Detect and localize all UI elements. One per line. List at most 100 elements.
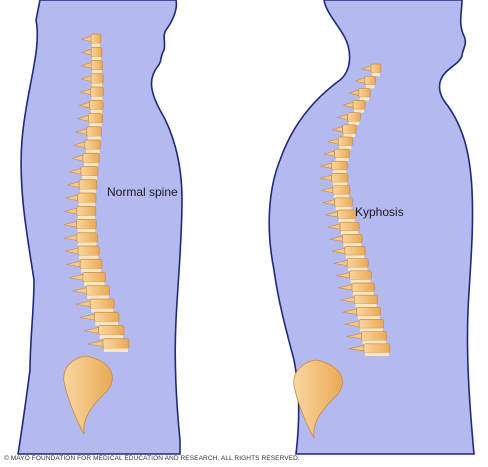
normal-disc xyxy=(83,162,99,167)
normal-vertebra xyxy=(90,46,103,58)
normal-disc xyxy=(92,43,100,48)
kyphosis-vertebra xyxy=(347,112,361,122)
normal-disc xyxy=(92,83,103,87)
kyphosis-vertebra xyxy=(339,221,360,232)
normal-vertebra xyxy=(80,166,99,177)
normal-disc xyxy=(81,176,97,180)
normal-vertebra xyxy=(82,152,100,164)
kyphosis-disc xyxy=(360,328,383,332)
normal-vertebra xyxy=(85,285,110,296)
normal-vertebra xyxy=(77,245,100,256)
normal-disc xyxy=(89,123,102,127)
kyphosis-vertebra xyxy=(364,75,376,86)
kyphosis-vertebra xyxy=(361,331,388,341)
kyphosis-disc xyxy=(355,303,377,308)
normal-disc xyxy=(81,268,102,273)
normal-vertebra xyxy=(79,258,103,270)
kyphosis-vertebra xyxy=(353,294,378,305)
normal-vertebra xyxy=(89,298,115,309)
normal-vertebra xyxy=(102,338,130,349)
kyphosis-vertebra xyxy=(356,306,381,317)
kyphosis-disc xyxy=(338,218,355,223)
normal-vertebra xyxy=(90,60,103,71)
normal-disc xyxy=(79,255,99,260)
kyphosis-disc xyxy=(357,316,380,320)
normal-vertebra xyxy=(94,311,120,323)
kyphosis-vertebra xyxy=(352,100,366,110)
normal-disc xyxy=(91,96,103,101)
kyphosis-vertebra xyxy=(331,160,348,171)
normal-disc xyxy=(83,282,105,286)
kyphosis-vertebra xyxy=(334,148,350,159)
normal-disc xyxy=(77,215,95,220)
kyphosis-vertebra xyxy=(331,173,349,183)
kyphosis-disc xyxy=(348,267,368,271)
normal-vertebra xyxy=(78,179,98,190)
kyphosis-label: Kyphosis xyxy=(355,205,404,219)
kyphosis-disc xyxy=(345,255,365,259)
normal-vertebra xyxy=(76,219,97,230)
kyphosis-disc xyxy=(343,133,356,137)
normal-vertebra xyxy=(86,126,103,137)
normal-vertebra xyxy=(90,33,102,44)
kyphosis-sacrum xyxy=(293,359,343,439)
normal-spine xyxy=(63,33,130,435)
kyphosis-vertebra xyxy=(332,185,351,195)
kyphosis-spine xyxy=(293,63,391,439)
normal-disc xyxy=(85,149,100,154)
normal-vertebra xyxy=(90,86,104,97)
kyphosis-body-silhouette xyxy=(268,0,475,455)
normal-vertebra xyxy=(84,139,101,150)
kyphosis-figure xyxy=(268,0,475,455)
normal-vertebra xyxy=(89,99,104,111)
kyphosis-vertebra xyxy=(342,124,357,134)
kyphosis-disc xyxy=(372,72,380,77)
normal-disc xyxy=(91,308,114,313)
normal-vertebra xyxy=(76,205,97,217)
kyphosis-disc xyxy=(332,170,347,174)
kyphosis-disc xyxy=(339,145,352,150)
kyphosis-vertebra xyxy=(349,270,372,280)
normal-disc xyxy=(90,109,103,114)
kyphosis-vertebra xyxy=(337,136,353,147)
kyphosis-vertebra xyxy=(351,282,375,293)
kyphosis-disc xyxy=(335,157,349,162)
normal-spine-label: Normal spine xyxy=(107,185,178,199)
kyphosis-disc xyxy=(333,194,349,198)
normal-vertebra xyxy=(82,272,106,283)
kyphosis-disc xyxy=(343,243,362,247)
kyphosis-disc xyxy=(332,182,348,186)
kyphosis-disc xyxy=(359,97,370,101)
kyphosis-disc xyxy=(353,109,365,113)
normal-disc xyxy=(77,242,97,246)
kyphosis-vertebra xyxy=(344,246,366,256)
normal-vertebra xyxy=(88,113,103,124)
kyphosis-vertebra xyxy=(346,258,369,268)
kyphosis-disc xyxy=(341,230,359,235)
kyphosis-vertebra xyxy=(337,209,357,220)
kyphosis-vertebra xyxy=(370,63,382,74)
normal-disc xyxy=(95,321,118,326)
normal-disc xyxy=(80,189,96,193)
normal-disc xyxy=(87,136,101,140)
kyphosis-disc xyxy=(352,291,374,296)
kyphosis-disc xyxy=(362,340,386,344)
normal-disc xyxy=(103,348,128,352)
normal-vertebra xyxy=(98,325,125,336)
kyphosis-vertebra xyxy=(363,343,391,353)
copyright-notice: © MAYO FOUNDATION FOR MEDICAL EDUCATION … xyxy=(4,455,300,462)
kyphosis-disc xyxy=(335,206,352,210)
kyphosis-disc xyxy=(350,279,371,283)
normal-vertebra xyxy=(77,192,97,203)
normal-disc xyxy=(87,295,109,299)
normal-disc xyxy=(77,229,96,233)
normal-disc xyxy=(99,335,124,339)
normal-disc xyxy=(78,202,96,207)
normal-body-silhouette xyxy=(17,0,183,455)
normal-sacrum xyxy=(63,355,113,435)
kyphosis-disc xyxy=(348,121,360,125)
normal-disc xyxy=(92,56,101,61)
kyphosis-vertebra xyxy=(334,197,353,207)
